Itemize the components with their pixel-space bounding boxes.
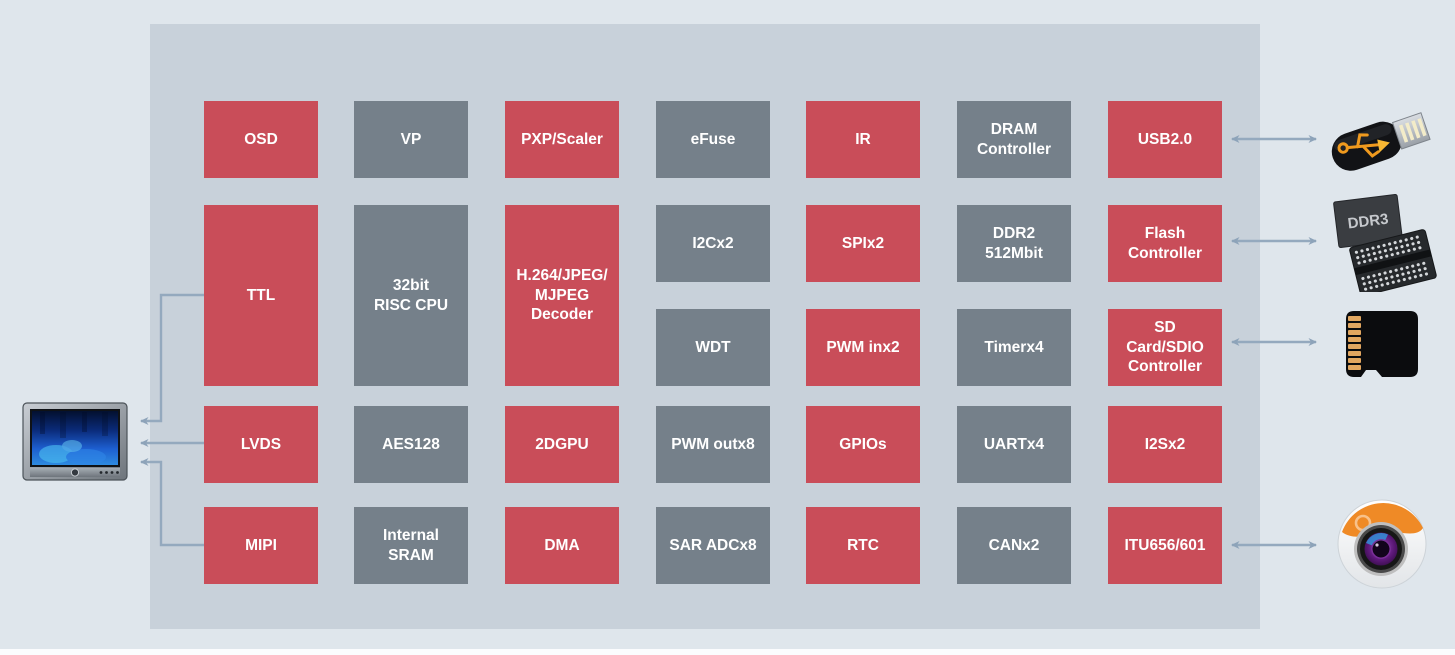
- block-aes128: AES128: [354, 406, 468, 483]
- block-usb2-0: USB2.0: [1108, 101, 1222, 178]
- bottom-border-strip: [0, 649, 1455, 655]
- block-risc-cpu: 32bit RISC CPU: [354, 205, 468, 386]
- ddr3-chip-label: DDR3: [1347, 211, 1390, 233]
- block-flash-controller: Flash Controller: [1108, 205, 1222, 282]
- block-sar-adc: SAR ADCx8: [656, 507, 770, 584]
- micro-sd-card-icon: [1346, 311, 1418, 377]
- camera-lens-icon: [1337, 499, 1427, 589]
- block-efuse: eFuse: [656, 101, 770, 178]
- block-dram-controller: DRAM Controller: [957, 101, 1071, 178]
- block-itu656-601: ITU656/601: [1108, 507, 1222, 584]
- block-internal-sram: Internal SRAM: [354, 507, 468, 584]
- block-osd: OSD: [204, 101, 318, 178]
- usb-trident-symbol: [1337, 133, 1383, 158]
- block-sd-sdio-controller: SD Card/SDIO Controller: [1108, 309, 1222, 386]
- block-dma: DMA: [505, 507, 619, 584]
- block-ttl: TTL: [204, 205, 318, 386]
- block-mipi: MIPI: [204, 507, 318, 584]
- block-vp: VP: [354, 101, 468, 178]
- ddr3-memory-chips-icon: DDR3: [1333, 194, 1437, 292]
- block-i2c: I2Cx2: [656, 205, 770, 282]
- block-gpios: GPIOs: [806, 406, 920, 483]
- block-i2s: I2Sx2: [1108, 406, 1222, 483]
- block-timer: Timerx4: [957, 309, 1071, 386]
- block-ir: IR: [806, 101, 920, 178]
- block-wdt: WDT: [656, 309, 770, 386]
- camera-orange-swoosh: [1342, 503, 1423, 537]
- block-rtc: RTC: [806, 507, 920, 584]
- lcd-monitor-icon: [22, 402, 128, 481]
- block-h264-decoder: H.264/JPEG/ MJPEG Decoder: [505, 205, 619, 386]
- block-pwm-out: PWM outx8: [656, 406, 770, 483]
- block-can: CANx2: [957, 507, 1071, 584]
- block-pwm-in: PWM inx2: [806, 309, 920, 386]
- block-lvds: LVDS: [204, 406, 318, 483]
- block-2dgpu: 2DGPU: [505, 406, 619, 483]
- block-pxp-scaler: PXP/Scaler: [505, 101, 619, 178]
- block-spi: SPIx2: [806, 205, 920, 282]
- block-ddr2: DDR2 512Mbit: [957, 205, 1071, 282]
- usb-flash-drive-icon: [1331, 112, 1431, 171]
- block-uart: UARTx4: [957, 406, 1071, 483]
